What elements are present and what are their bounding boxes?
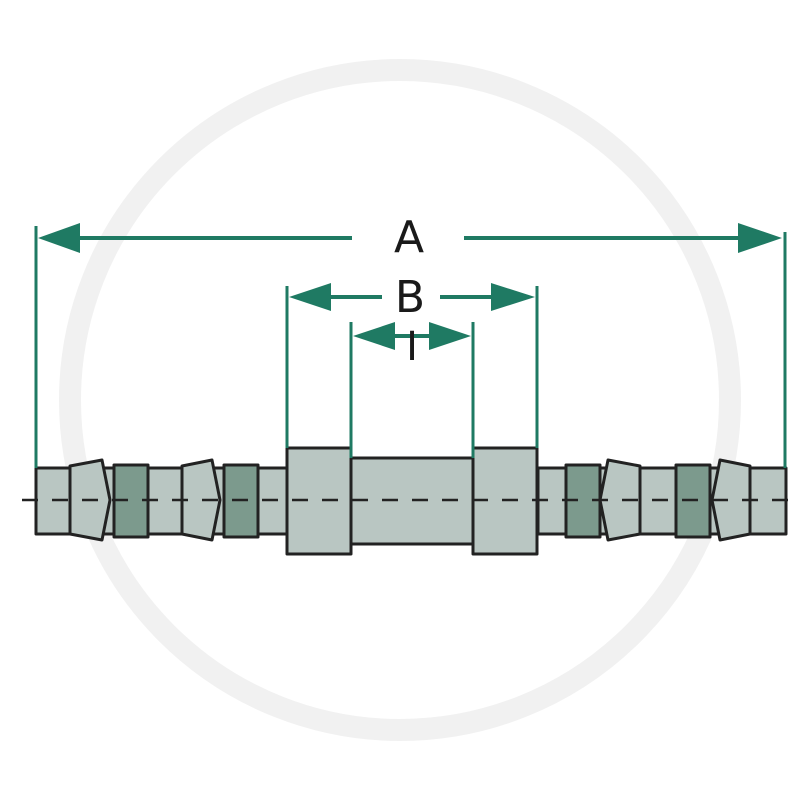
dimension-center-marker: I <box>406 324 418 370</box>
dimension-center-arrow-left <box>353 322 395 350</box>
dimension-b-label: B <box>395 272 425 323</box>
dimension-b-arrow-right <box>491 283 535 311</box>
dimension-b-arrow-left <box>289 283 331 311</box>
dimension-a-arrow-left <box>38 223 80 253</box>
left-barb-2 <box>180 458 222 542</box>
watermark-circle <box>59 59 741 741</box>
dimension-center <box>349 322 475 458</box>
right-barb-1 <box>598 458 642 542</box>
dimension-center-arrow-right <box>429 322 471 350</box>
dimension-a-arrow-right <box>738 223 782 253</box>
right-barb-2 <box>710 458 752 542</box>
dimension-a <box>34 223 787 468</box>
dimension-a-label: A <box>394 212 424 263</box>
dimension-b <box>285 283 539 448</box>
